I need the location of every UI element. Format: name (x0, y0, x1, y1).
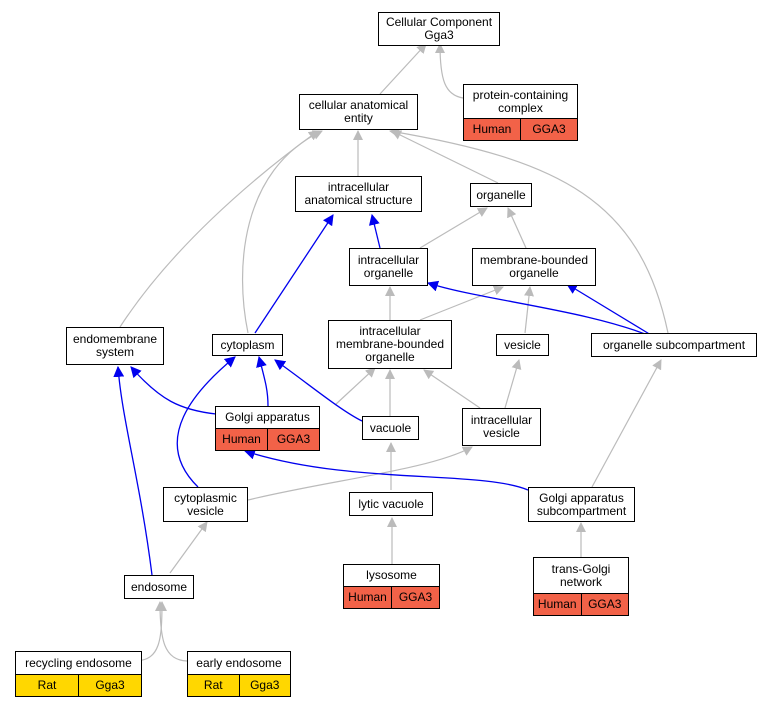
node-label: Golgi apparatus (225, 410, 310, 424)
node-label: intracellular membrane-bounded organelle (335, 324, 445, 364)
node-label: Cellular Component Gga3 (385, 15, 493, 42)
annotation-row: Rat Gga3 (16, 674, 141, 696)
edge-endosome-to-cytoplasmic-vesicle (169, 521, 208, 574)
edge-cytoplasmic-vesicle-to-intracellular-vesicle (247, 446, 473, 501)
node-label: intracellular vesicle (470, 413, 533, 440)
node-lysosome[interactable]: lysosome Human GGA3 (343, 564, 440, 609)
edge-organelle-to-cae (391, 130, 499, 184)
node-label: endomembrane system (72, 332, 158, 359)
node-label: organelle (476, 187, 526, 202)
species-tag: Human (222, 432, 261, 446)
node-endosome[interactable]: endosome (124, 575, 194, 599)
edge-subcompartment-to-intracellular-organelle (426, 280, 656, 339)
node-label: vesicle (504, 337, 541, 352)
node-label: intracellular organelle (357, 253, 420, 280)
gene-tag: GGA3 (267, 429, 319, 450)
gene-tag: GGA3 (391, 587, 439, 608)
edge-golgi-sub-to-organelle-sub (591, 359, 662, 488)
edge-golgi-to-cytoplasm (256, 355, 269, 407)
edge-golgi-to-endomembrane (130, 366, 217, 415)
node-label: endosome (130, 579, 188, 594)
node-membrane-bounded-organelle[interactable]: membrane-bounded organelle (472, 248, 596, 286)
edge-endosome-to-endomembrane (113, 365, 153, 576)
species-tag: Human (537, 597, 577, 611)
node-label: recycling endosome (25, 655, 132, 670)
is-a-edges (119, 43, 669, 662)
edge-recycling-to-endosome (135, 601, 167, 662)
annotation-row: Rat Gga3 (188, 674, 290, 696)
node-label: early endosome (196, 655, 282, 670)
edge-cytoplasm-to-ias (254, 214, 334, 334)
annotation-row: Human GGA3 (216, 428, 319, 450)
gene-tag: Gga3 (78, 675, 141, 696)
node-vacuole[interactable]: vacuole (362, 416, 419, 440)
annotation-row: Human GGA3 (534, 593, 628, 615)
node-organelle[interactable]: organelle (470, 183, 532, 207)
node-label: membrane-bounded organelle (479, 253, 589, 280)
edge-cytoplasmic-vesicle-to-cytoplasm (176, 356, 236, 488)
node-lytic-vacuole[interactable]: lytic vacuole (349, 492, 433, 516)
node-trans-golgi-network[interactable]: trans-Golgi network Human GGA3 (533, 557, 629, 616)
annotation-row: Human GGA3 (344, 586, 439, 608)
node-recycling-endosome[interactable]: recycling endosome Rat Gga3 (15, 651, 142, 697)
edge-golgi-to-imbo (334, 367, 376, 406)
edge-subcompartment-to-membrane-bounded (566, 283, 652, 336)
edge-cae-to-root (379, 43, 427, 95)
node-label: lysosome (366, 568, 417, 582)
edge-golgi-sub-to-golgi (243, 448, 529, 491)
node-cytoplasm[interactable]: cytoplasm (212, 334, 283, 356)
node-label: cellular anatomical entity (308, 98, 409, 125)
node-intracellular-anatomical-structure[interactable]: intracellular anatomical structure (295, 176, 422, 212)
edge-subcompartment-to-cae (389, 127, 669, 334)
node-cytoplasmic-vesicle[interactable]: cytoplasmic vesicle (163, 487, 248, 522)
node-protein-containing-complex[interactable]: protein-containing complex Human GGA3 (463, 84, 578, 141)
edge-vesicle-to-membrane-bounded (524, 286, 534, 334)
node-label: vacuole (369, 420, 412, 435)
node-label: Golgi apparatus subcompartment (536, 490, 627, 518)
species-tag: Human (348, 590, 387, 604)
species-tag: Rat (203, 678, 223, 692)
edge-vacuole-to-cytoplasm (274, 359, 363, 422)
node-early-endosome[interactable]: early endosome Rat Gga3 (187, 651, 291, 697)
edge-intracellular-organelle-to-ias (368, 213, 381, 249)
node-endomembrane-system[interactable]: endomembrane system (66, 327, 164, 365)
node-intracellular-organelle[interactable]: intracellular organelle (349, 248, 428, 286)
node-label: trans-Golgi network (551, 561, 611, 589)
edge-early-to-endosome (155, 601, 188, 662)
edge-intracellular-vesicle-to-vesicle (504, 359, 522, 409)
annotation-row: Human GGA3 (464, 118, 577, 140)
node-intracellular-membrane-bounded-organelle[interactable]: intracellular membrane-bounded organelle (328, 320, 452, 369)
gene-tag: GGA3 (520, 119, 577, 140)
edge-endomembrane-to-cae (119, 130, 319, 328)
edge-intracellular-vesicle-to-imbo (423, 369, 481, 409)
edge-membrane-bounded-to-organelle (507, 207, 527, 249)
node-intracellular-vesicle[interactable]: intracellular vesicle (462, 408, 541, 446)
edge-intracellular-organelle-to-organelle (419, 207, 488, 249)
gene-tag: Gga3 (238, 675, 291, 696)
node-label: protein-containing complex (472, 87, 569, 115)
species-tag: Human (472, 122, 512, 136)
edge-cytoplasm-to-cae (241, 130, 323, 334)
node-cellular-component-root[interactable]: Cellular Component Gga3 (378, 12, 500, 46)
node-label: intracellular anatomical structure (304, 180, 413, 207)
node-golgi-apparatus-subcompartment[interactable]: Golgi apparatus subcompartment (528, 487, 635, 522)
part-of-edges (113, 213, 656, 576)
node-cellular-anatomical-entity[interactable]: cellular anatomical entity (299, 94, 418, 130)
node-label: cytoplasm (220, 337, 275, 352)
node-label: organelle subcompartment (602, 337, 746, 352)
gene-tag: GGA3 (580, 594, 629, 615)
edge-complex-to-root (435, 43, 464, 99)
edge-imbo-to-membrane-bounded (419, 285, 504, 321)
species-tag: Rat (37, 678, 57, 692)
node-label: cytoplasmic vesicle (174, 490, 237, 518)
node-organelle-subcompartment[interactable]: organelle subcompartment (591, 333, 757, 357)
node-golgi-apparatus[interactable]: Golgi apparatus Human GGA3 (215, 406, 320, 451)
node-label: lytic vacuole (358, 496, 424, 511)
node-vesicle[interactable]: vesicle (496, 334, 549, 356)
